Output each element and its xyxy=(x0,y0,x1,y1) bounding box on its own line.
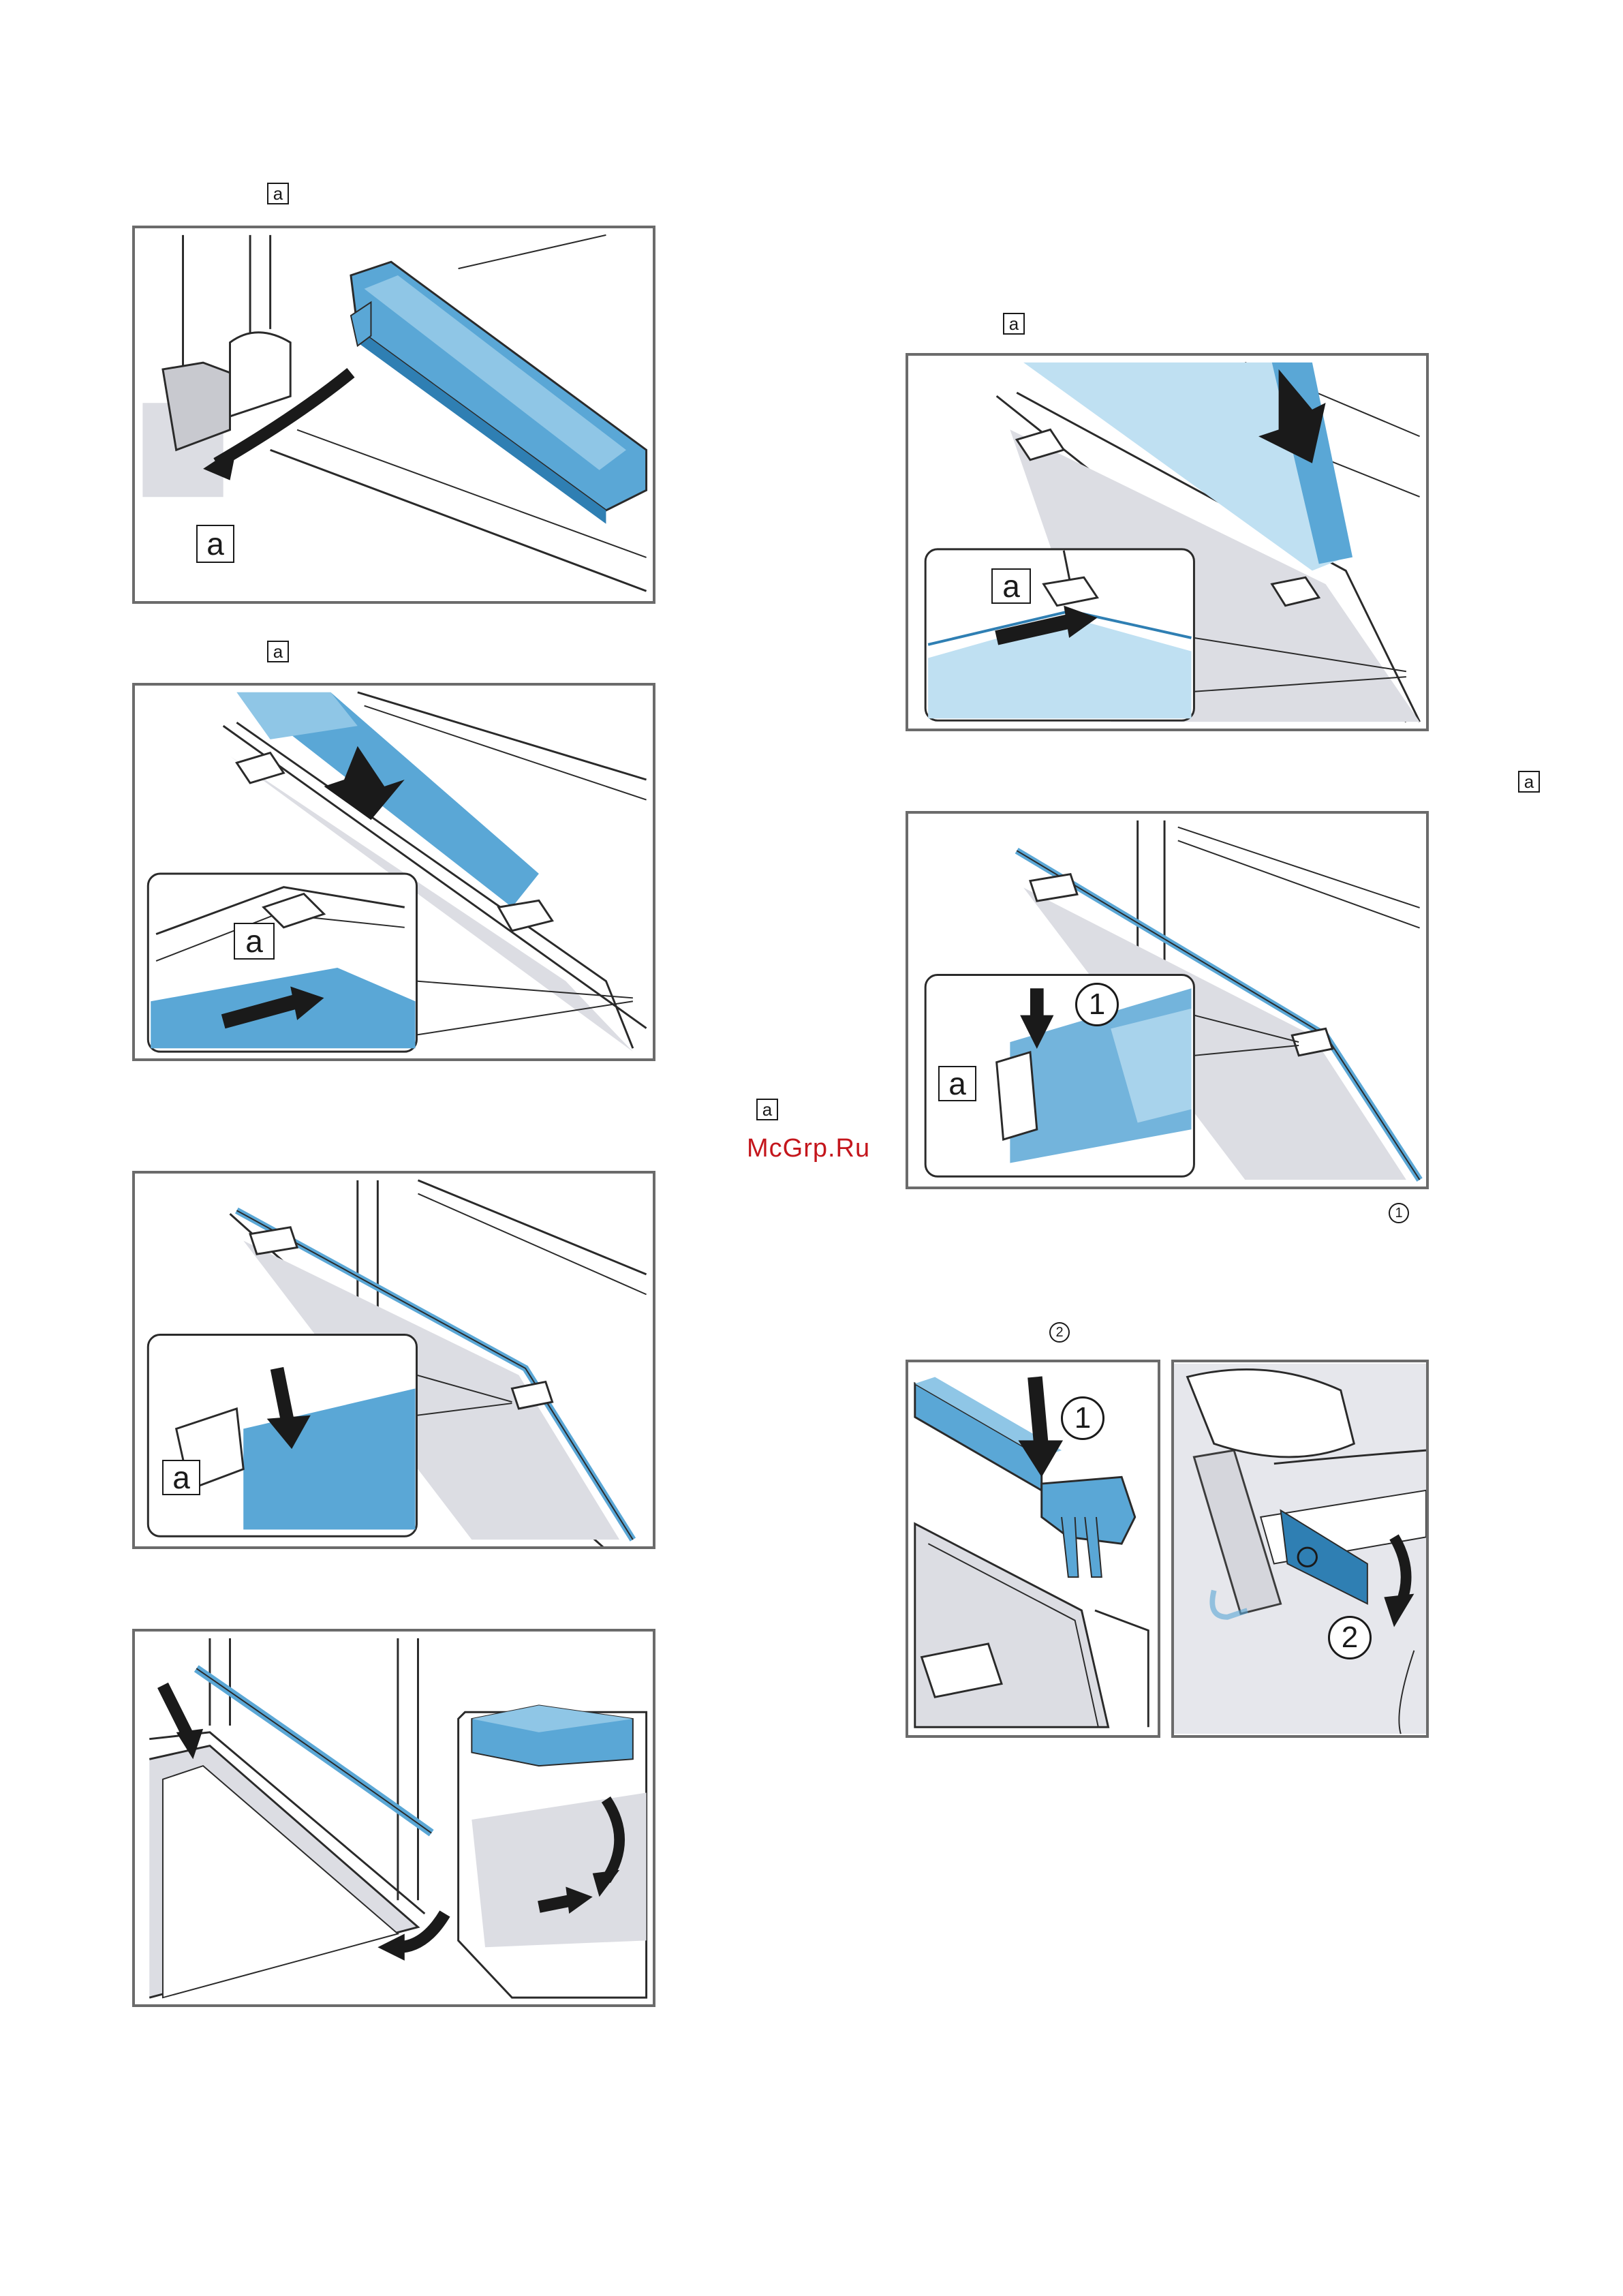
figure-5-step-1: 1 xyxy=(1075,983,1119,1026)
figure-5-label-a: a xyxy=(938,1066,976,1101)
figure-2-illustration xyxy=(135,686,653,1058)
step-1-marker: 1 xyxy=(1389,1203,1409,1223)
figure-7a-illustration xyxy=(908,1362,1158,1735)
label-a-marker-2: a xyxy=(267,641,289,662)
figure-7a-step-1: 1 xyxy=(1061,1396,1104,1440)
figure-3-illustration xyxy=(908,356,1426,729)
figure-3-label-a: a xyxy=(991,568,1031,604)
figure-3-insert-glass-right: a xyxy=(906,353,1429,731)
label-a-marker-1: a xyxy=(267,183,289,204)
figure-7b-illustration xyxy=(1174,1362,1426,1735)
watermark-text: McGrp.Ru xyxy=(747,1134,870,1163)
figure-7b-step-2: 2 xyxy=(1328,1616,1372,1659)
figure-4-illustration xyxy=(135,1174,653,1546)
figure-7b-clip-rotate-step-2: 2 xyxy=(1171,1360,1429,1738)
label-a-marker-4: a xyxy=(1518,771,1540,793)
figure-1-label-a: a xyxy=(196,525,234,563)
step-2-marker: 2 xyxy=(1049,1322,1070,1343)
figure-4-label-a: a xyxy=(162,1460,200,1495)
label-a-marker-3: a xyxy=(1003,313,1025,335)
figure-4-seal-detail: a xyxy=(132,1171,655,1549)
figure-6-install-clip xyxy=(132,1629,655,2007)
figure-7a-clip-press-step-1: 1 xyxy=(906,1360,1160,1738)
figure-2-insert-glass: a xyxy=(132,683,655,1061)
figure-2-label-a: a xyxy=(234,923,275,960)
figure-5-illustration xyxy=(908,814,1426,1187)
figure-6-illustration xyxy=(135,1632,653,2004)
label-a-marker-5: a xyxy=(756,1099,778,1120)
figure-5-seal-clip-step-1: 1 a xyxy=(906,811,1429,1189)
figure-1-remove-glass-strip: a xyxy=(132,226,655,604)
